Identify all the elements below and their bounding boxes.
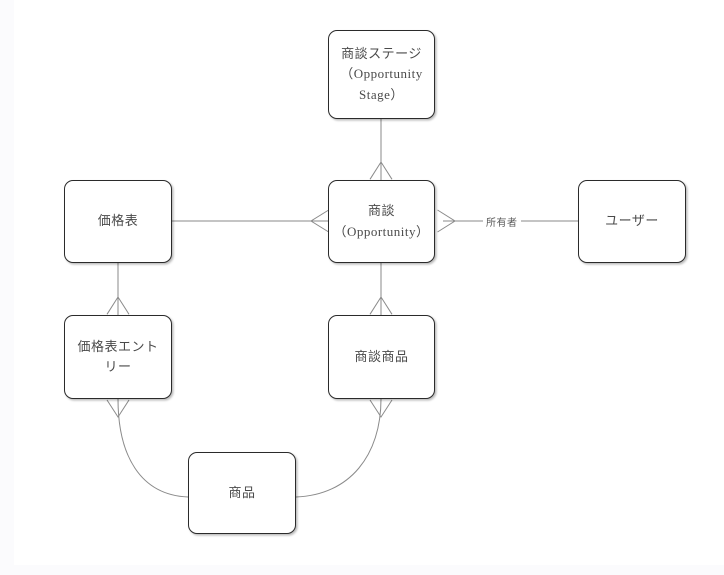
node-price-book-entry-label: 価格表エント リー	[77, 338, 159, 374]
node-price-book[interactable]: 価格表	[64, 180, 172, 263]
edge-entry-to-product	[106, 398, 189, 498]
edge-pricebook-to-opportunity	[172, 209, 329, 233]
node-opportunity-stage[interactable]: 商談ステージ （Opportunity Stage）	[328, 30, 435, 119]
node-user-label: ユーザー	[605, 213, 659, 229]
node-product-label: 商品	[228, 484, 256, 500]
page-gutter-bottom	[0, 565, 724, 575]
node-opportunity-product[interactable]: 商談商品	[328, 315, 435, 399]
node-opportunity-product-label: 商談商品	[354, 348, 409, 364]
edge-opportunity-to-opportunity-product	[369, 263, 393, 315]
edge-stage-to-opportunity	[369, 119, 393, 180]
page-gutter-left	[0, 0, 14, 575]
edge-opportunity-product-to-product	[295, 398, 393, 498]
node-product[interactable]: 商品	[188, 452, 296, 534]
node-price-book-entry[interactable]: 価格表エント リー	[64, 315, 172, 399]
edge-label-owner: 所有者	[483, 214, 521, 229]
node-opportunity-stage-label: 商談ステージ （Opportunity Stage）	[340, 46, 423, 102]
node-opportunity[interactable]: 商談 （Opportunity）	[328, 180, 435, 263]
node-opportunity-label: 商談 （Opportunity）	[333, 203, 430, 239]
node-price-book-label: 価格表	[97, 213, 139, 229]
edge-pricebook-to-entry	[106, 263, 130, 315]
node-user[interactable]: ユーザー	[578, 180, 686, 263]
